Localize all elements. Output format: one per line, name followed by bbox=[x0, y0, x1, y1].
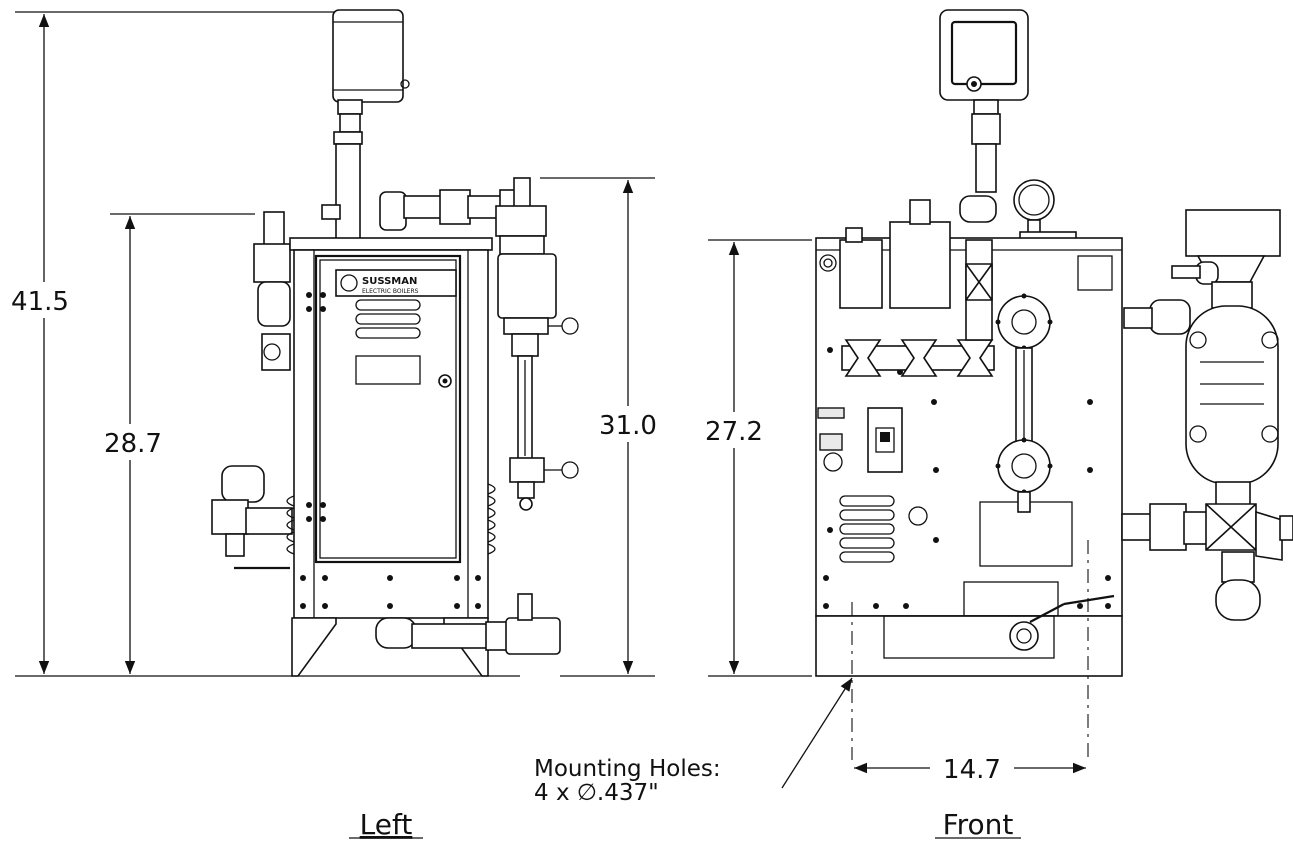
dimension-front-tank-height: 27.2 bbox=[696, 239, 812, 677]
dimension-overall-height: 41.5 bbox=[0, 11, 340, 677]
dim-28-7-label: 28.7 bbox=[104, 429, 162, 459]
left-door-label-window bbox=[355, 355, 421, 385]
dimension-left-tank-height: 28.7 bbox=[95, 213, 255, 674]
dim-41-5-label: 41.5 bbox=[11, 287, 69, 317]
left-drain-piping bbox=[375, 593, 561, 655]
mounting-holes-note: Mounting Holes: 4 x ∅.437" bbox=[534, 756, 721, 806]
view-label-left: Left bbox=[360, 808, 413, 841]
mounting-holes-leader bbox=[781, 677, 853, 789]
left-side-valve-lower bbox=[211, 465, 293, 570]
front-drain-valve bbox=[1009, 594, 1115, 651]
note-line-2: 4 x ∅.437" bbox=[534, 780, 659, 806]
nameplate: SUSSMAN ELECTRIC BOILERS bbox=[335, 269, 457, 297]
dim-14-7-label: 14.7 bbox=[943, 755, 1001, 785]
left-door bbox=[314, 254, 462, 564]
view-label-front: Front bbox=[943, 808, 1014, 841]
left-side-valve-upper bbox=[253, 211, 291, 371]
dim-31-0-label: 31.0 bbox=[599, 411, 657, 441]
front-base bbox=[815, 615, 1123, 677]
nameplate-subtitle: ELECTRIC BOILERS bbox=[362, 288, 419, 295]
front-sight-glass bbox=[995, 293, 1053, 513]
front-louvers bbox=[839, 495, 895, 563]
front-feed-assembly bbox=[1121, 209, 1293, 621]
mounting-hole-centerlines bbox=[851, 540, 1089, 760]
dimension-hole-spacing: 14.7 bbox=[854, 750, 1086, 786]
front-valve-bank bbox=[839, 195, 997, 377]
left-door-louvers bbox=[355, 299, 421, 339]
nameplate-brand: SUSSMAN bbox=[362, 276, 417, 287]
front-control-box bbox=[939, 9, 1029, 193]
front-view: 27.2 bbox=[696, 9, 1293, 789]
left-riser-pipe bbox=[335, 143, 361, 241]
left-view: 41.5 28.7 31.0 bbox=[0, 9, 666, 677]
dim-27-2-label: 27.2 bbox=[705, 417, 763, 447]
left-control-box bbox=[332, 9, 410, 145]
note-line-1: Mounting Holes: bbox=[534, 756, 721, 782]
left-cabinet: SUSSMAN ELECTRIC BOILERS bbox=[286, 237, 496, 619]
front-pressure-gauge bbox=[1013, 179, 1077, 245]
dimension-left-fill-height: 31.0 bbox=[540, 177, 666, 677]
left-sight-glass-assembly bbox=[495, 205, 579, 511]
